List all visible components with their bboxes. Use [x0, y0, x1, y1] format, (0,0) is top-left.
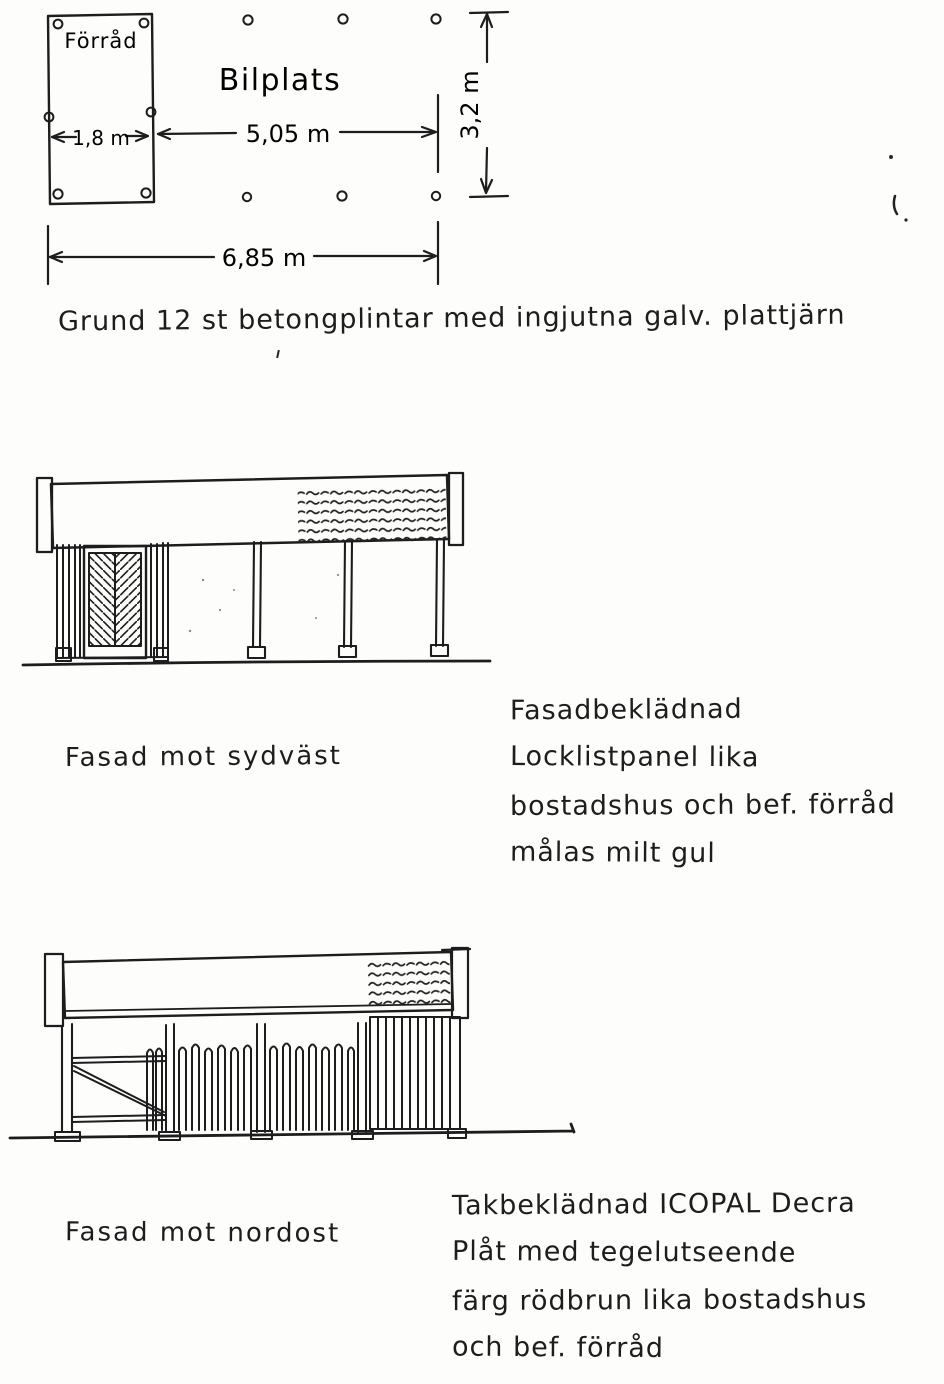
- sw-ground-line: [21, 659, 492, 667]
- dim-depth: [468, 10, 510, 199]
- plan-view-drawing: Förråd Bilplats 1,8 m 5,05 m 3,2 m 6,85 …: [43, 10, 510, 286]
- foundation-caption: Grund 12 st betongplintar med ingjutna g…: [57, 299, 846, 338]
- dim-depth-label: 3,2 m: [456, 70, 484, 139]
- ne-right-post: [440, 946, 472, 1020]
- sw-carport-posts: [246, 538, 450, 660]
- facade-note-line: Locklistpanel lika: [509, 740, 760, 774]
- ne-left-post: [43, 952, 81, 1142]
- ne-ground-line: [8, 1122, 576, 1140]
- ne-roof-tile-hatch: [367, 955, 451, 1011]
- elevation-southwest-label: Fasad mot sydväst: [64, 741, 343, 773]
- dim-total-width-label: 6,85 m: [222, 244, 306, 272]
- sw-scan-specks: [188, 573, 340, 633]
- dim-carport-width-label: 5,05 m: [246, 120, 330, 148]
- sw-storage-door: [82, 544, 148, 660]
- dim-storage-width: [50, 129, 150, 144]
- facade-note-line: Fasadbeklädnad: [509, 693, 743, 727]
- roof-note-line: Takbeklädnad ICOPAL Decra: [451, 1187, 856, 1222]
- plan-storage-outline: [46, 12, 156, 206]
- stray-dot-1: [889, 155, 893, 159]
- roof-note-line: färg rödbrun lika bostadshus: [451, 1283, 868, 1318]
- ne-board-wall: [369, 1016, 467, 1139]
- roof-notes: Takbeklädnad ICOPAL Decra Plåt med tegel…: [452, 1181, 867, 1373]
- ne-frame-rails: [71, 1055, 167, 1123]
- sw-storage-feet: [55, 647, 169, 662]
- facade-note-line: målas milt gul: [509, 836, 716, 870]
- roof-note-line: Plåt med tegelutseende: [451, 1235, 797, 1269]
- sw-left-post: [35, 476, 54, 554]
- elevation-northeast-label: Fasad mot nordost: [64, 1217, 341, 1249]
- facade-notes: Fasadbeklädnad Locklistpanel lika bostad…: [510, 686, 896, 878]
- elevation-southwest-drawing: [21, 471, 492, 667]
- sw-right-post: [447, 471, 465, 547]
- stray-tick-mark: [276, 349, 280, 359]
- dim-storage-width-label: 1,8 m: [72, 126, 130, 150]
- sw-roof-tile-hatch: [297, 484, 447, 544]
- ne-picket-fence: [146, 1022, 374, 1141]
- plan-carport-label: Bilplats: [219, 63, 341, 98]
- facade-note-line: bostadshus och bef. förråd: [509, 788, 896, 823]
- elevation-northeast-drawing: [8, 946, 576, 1142]
- plan-plinth-circles: [43, 13, 442, 203]
- dim-total-width: [46, 220, 440, 286]
- dim-carport-width: [156, 93, 440, 174]
- plan-storage-label: Förråd: [64, 28, 137, 53]
- sw-storage-wall: [56, 542, 169, 659]
- roof-note-line: och bef. förråd: [451, 1331, 665, 1365]
- stray-comma-mark: [892, 194, 908, 222]
